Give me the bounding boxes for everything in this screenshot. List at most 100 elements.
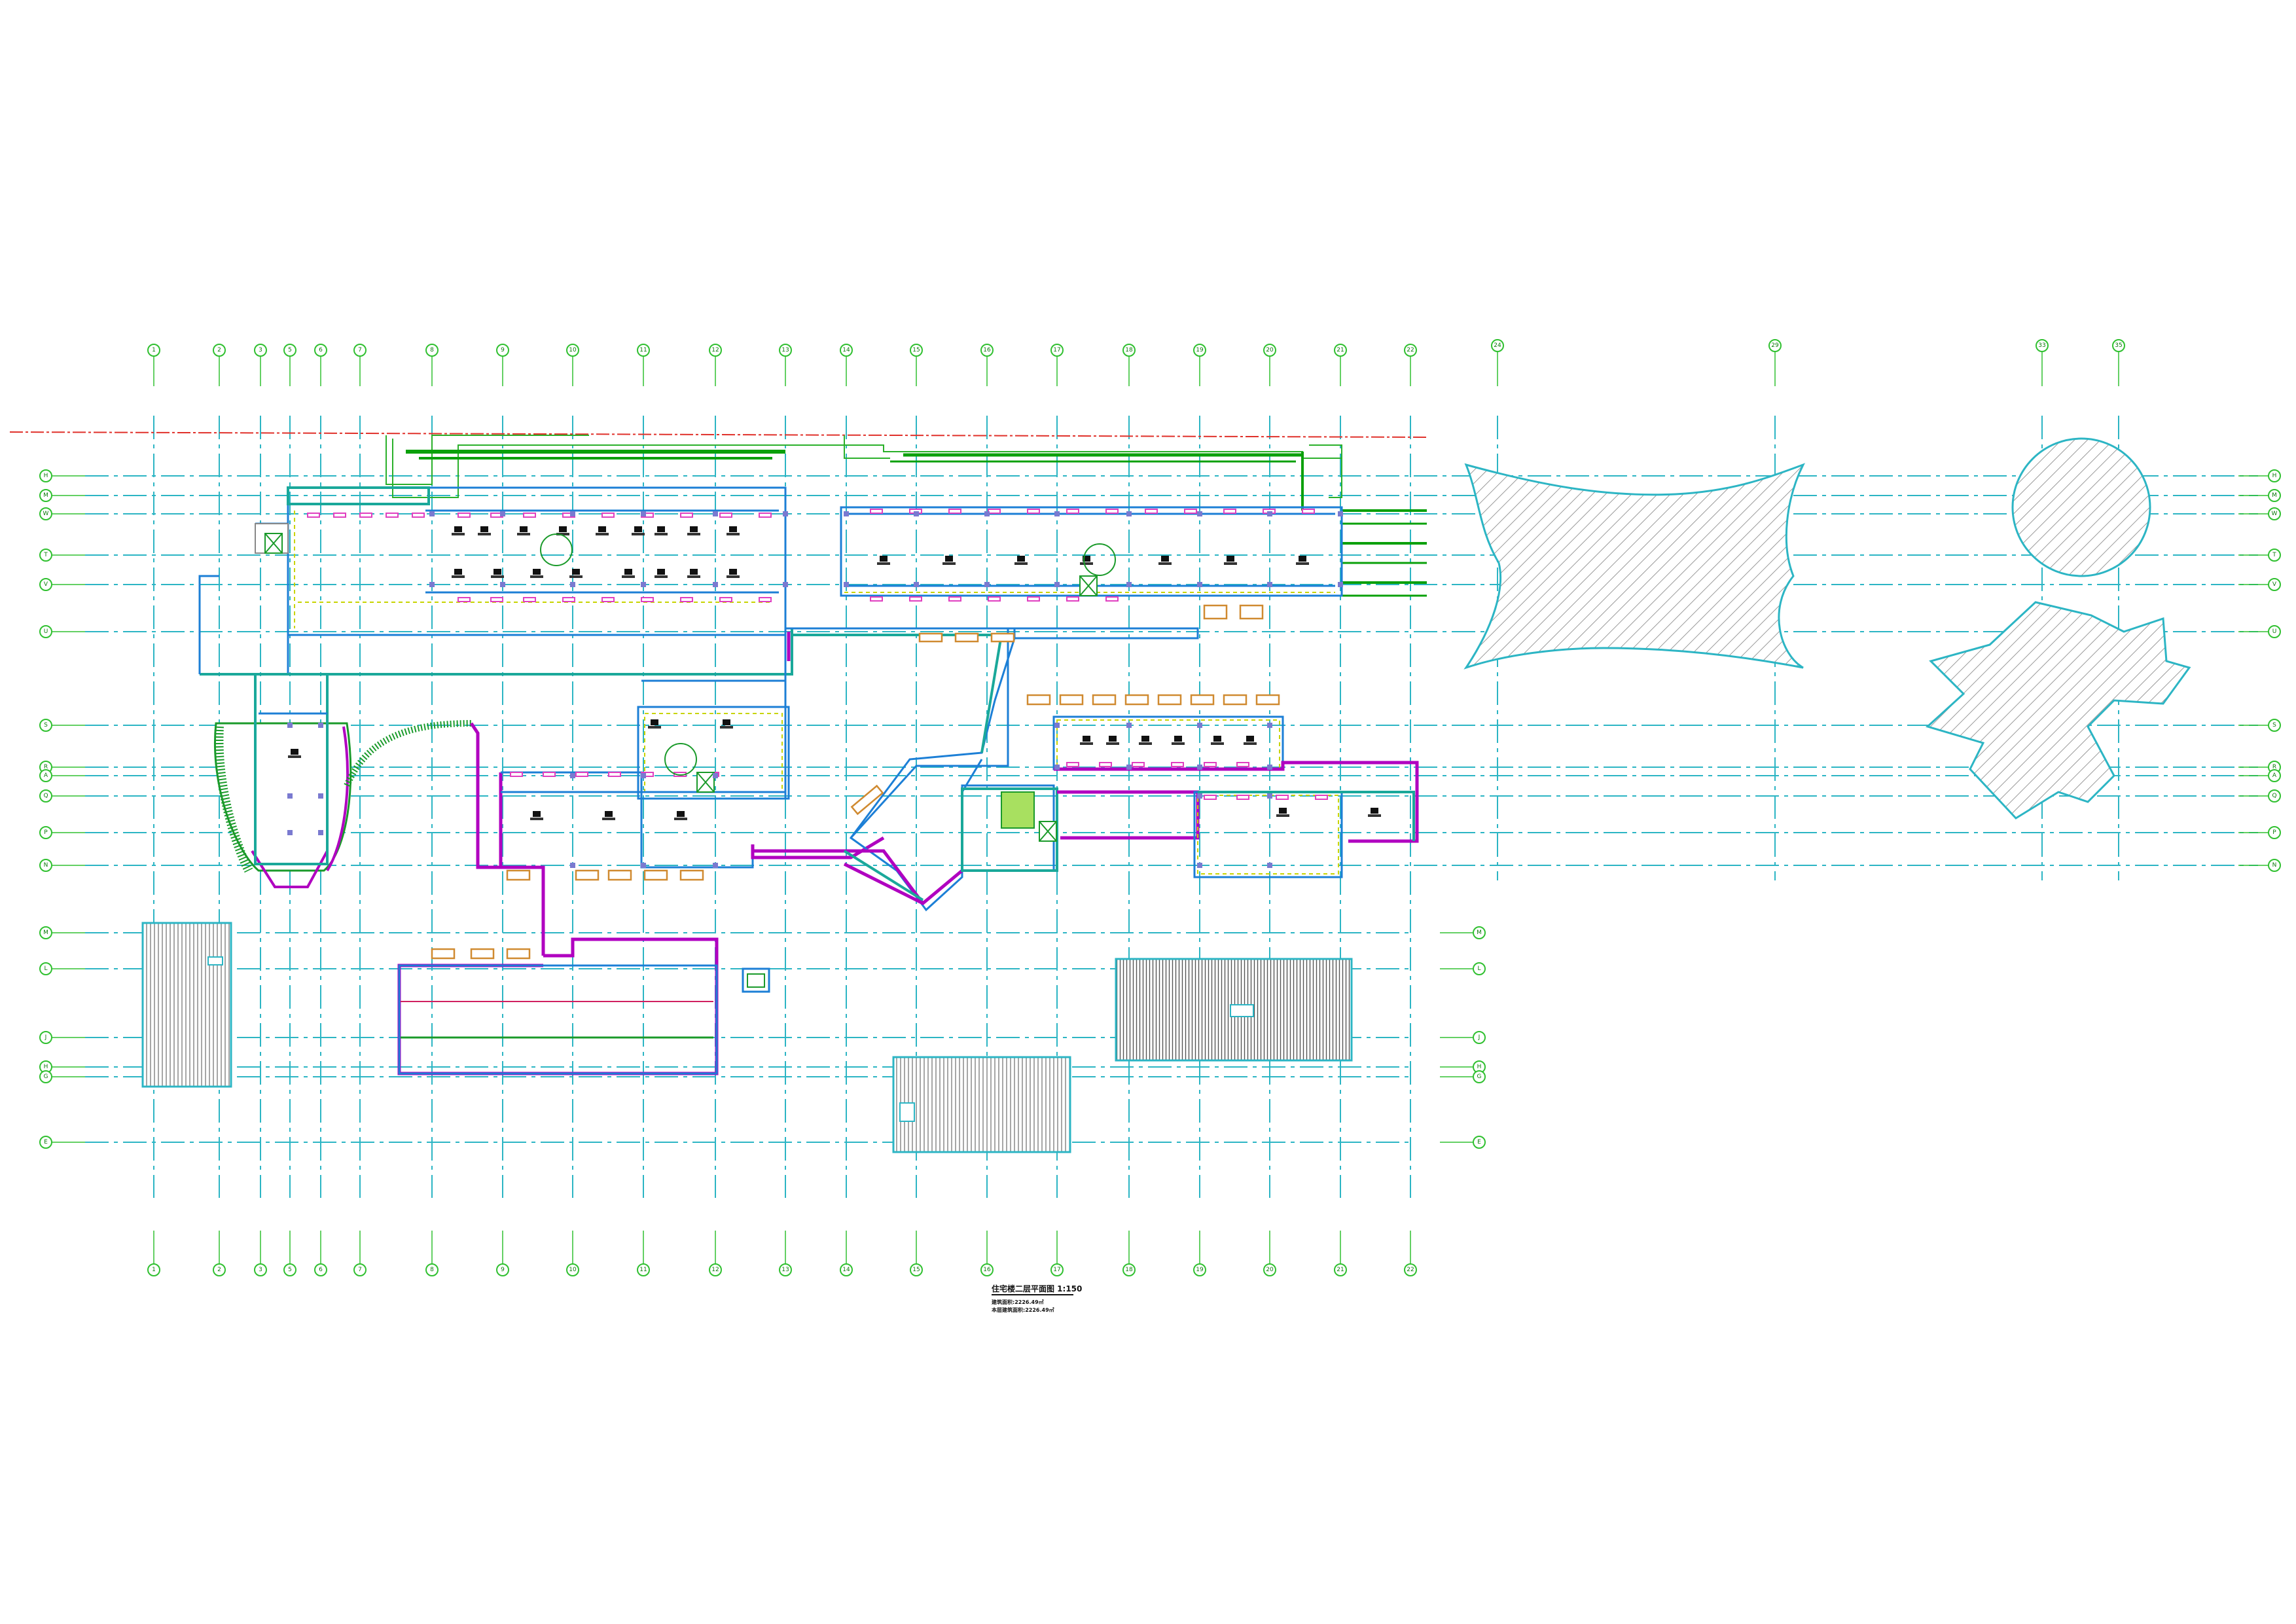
column xyxy=(1338,582,1343,587)
axis-bubble-left: T xyxy=(39,549,52,562)
window-marker xyxy=(1132,762,1145,767)
column xyxy=(984,582,990,587)
svg-text:P: P xyxy=(2272,829,2276,836)
room-symbol xyxy=(729,569,737,575)
axis-bubble-far-right: W xyxy=(2268,507,2281,520)
column xyxy=(1267,793,1272,799)
window-marker xyxy=(719,597,732,602)
axis-bubble-top: 21 xyxy=(1334,344,1347,357)
svg-text:11: 11 xyxy=(639,347,647,353)
window-marker xyxy=(1066,762,1079,767)
column xyxy=(1197,863,1202,868)
column xyxy=(783,511,788,516)
axis-bubble-bottom: 21 xyxy=(1334,1263,1347,1276)
balcony-marker xyxy=(506,948,531,960)
room-symbol xyxy=(480,526,488,532)
window-marker xyxy=(1223,509,1236,514)
window-marker xyxy=(601,513,615,518)
window-marker xyxy=(1027,596,1040,602)
balcony-marker xyxy=(470,948,495,960)
column xyxy=(713,773,718,778)
room-symbol-base xyxy=(596,533,609,535)
room-symbol-base xyxy=(1172,742,1185,745)
svg-text:19: 19 xyxy=(1196,1267,1204,1273)
column xyxy=(1126,582,1132,587)
axis-bubble-bottom: 15 xyxy=(910,1263,923,1276)
axis-bubble-left: W xyxy=(39,507,52,520)
site-boundary-line xyxy=(9,431,1427,438)
axis-bubble-top: 12 xyxy=(709,344,722,357)
svg-text:J: J xyxy=(45,1034,47,1041)
balcony-marker xyxy=(1157,694,1182,706)
balcony-marker xyxy=(1124,694,1149,706)
window-marker xyxy=(1315,795,1328,800)
balcony-marker xyxy=(1255,694,1280,706)
drawing-area-line: 建筑面积:2226.49㎡ xyxy=(991,1299,1044,1305)
svg-text:9: 9 xyxy=(501,1267,505,1273)
window-marker xyxy=(490,597,503,602)
window-marker xyxy=(359,513,372,518)
building-south-block xyxy=(397,937,770,1075)
room-symbol-base xyxy=(942,562,956,565)
window-marker xyxy=(870,509,883,514)
window-marker xyxy=(1105,509,1119,514)
column xyxy=(1126,723,1132,728)
window-marker xyxy=(1105,596,1119,602)
svg-text:13: 13 xyxy=(781,1267,789,1273)
window-marker xyxy=(523,513,536,518)
svg-text:3: 3 xyxy=(259,347,262,353)
room-symbol-base xyxy=(674,818,687,820)
room-symbol xyxy=(723,719,730,725)
axis-bubble-left: M xyxy=(39,926,52,939)
window-marker xyxy=(1184,509,1197,514)
window-marker xyxy=(1302,509,1315,514)
balcony-marker xyxy=(850,784,884,816)
column xyxy=(713,511,718,516)
svg-text:17: 17 xyxy=(1053,347,1060,353)
room-symbol xyxy=(634,526,642,532)
room-symbol xyxy=(624,569,632,575)
room-symbol-base xyxy=(530,818,543,820)
column xyxy=(713,863,718,868)
window-marker xyxy=(386,513,399,518)
hatched-plaza-bowtie xyxy=(1463,463,1806,670)
svg-text:21: 21 xyxy=(1336,347,1344,353)
svg-text:H: H xyxy=(1477,1064,1482,1070)
svg-text:A: A xyxy=(2272,772,2277,779)
column xyxy=(429,582,435,587)
balcony-marker xyxy=(643,869,668,881)
svg-text:1: 1 xyxy=(152,1267,156,1273)
room-symbol xyxy=(559,526,567,532)
window-marker xyxy=(719,513,732,518)
svg-text:8: 8 xyxy=(430,1267,434,1273)
drawing-title: 住宅楼二层平面图 1:150 xyxy=(992,1284,1082,1293)
window-marker xyxy=(457,597,471,602)
column xyxy=(1054,582,1060,587)
room-symbol-base xyxy=(1211,742,1224,745)
window-marker xyxy=(510,772,523,777)
svg-text:22: 22 xyxy=(1407,1267,1414,1273)
lobby-arc xyxy=(664,743,697,776)
window-marker xyxy=(909,596,922,602)
column xyxy=(318,830,323,835)
column xyxy=(641,773,646,778)
room-symbol-base xyxy=(1080,562,1093,565)
svg-text:Q: Q xyxy=(2272,793,2276,799)
svg-text:13: 13 xyxy=(781,347,789,353)
room-symbol xyxy=(520,526,528,532)
svg-text:Q: Q xyxy=(43,793,48,799)
column xyxy=(1054,511,1060,516)
room-symbol xyxy=(729,526,737,532)
axis-bubble-bottom: 6 xyxy=(314,1263,327,1276)
axis-bubble-right-block: 29 xyxy=(1768,339,1782,352)
axis-bubble-top: 6 xyxy=(314,344,327,357)
axis-bubble-bottom: 8 xyxy=(425,1263,439,1276)
axis-bubble-left: P xyxy=(39,826,52,839)
stair-core xyxy=(1079,575,1098,596)
axis-bubble-right-block: 33 xyxy=(2036,339,2049,352)
structural-columns xyxy=(287,511,1343,868)
room-symbol xyxy=(880,556,888,562)
column xyxy=(1267,765,1272,770)
window-marker xyxy=(680,513,693,518)
